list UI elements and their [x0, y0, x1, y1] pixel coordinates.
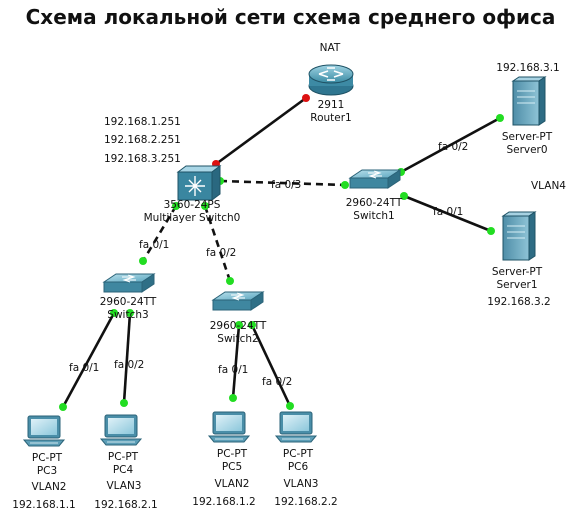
port-label-sw2-pc6: fa 0/2: [262, 376, 292, 388]
pc4-model-label: PC-PT: [108, 451, 139, 463]
server0-name-label: Server0: [506, 144, 547, 156]
multilayer-switch-icon: [176, 165, 222, 201]
port-label-mls-sw3: fa 0/1: [139, 239, 169, 251]
port-label-mls-sw1: fa 0/3: [271, 179, 301, 191]
switch1[interactable]: 2960-24TT Switch1: [346, 169, 403, 222]
pc3-model-label: PC-PT: [32, 452, 63, 464]
switch3[interactable]: 2960-24TT Switch3: [100, 273, 157, 321]
port-light-sw3-mls: [139, 257, 147, 265]
router-router1[interactable]: NAT 2911 Router1: [308, 42, 354, 124]
mls-model-label: 3560-24PS: [164, 199, 221, 211]
server0-model-label: Server-PT: [502, 131, 553, 143]
port-label-mls-sw2: fa 0/2: [206, 247, 236, 259]
pc-icon: [208, 411, 250, 443]
port-light-pc3: [59, 403, 67, 411]
pc3-vlan-label: VLAN2: [32, 481, 67, 493]
pc-pc5[interactable]: PC-PT PC5 VLAN2 192.168.1.2: [192, 411, 256, 508]
server1-ip-label: 192.168.3.2: [487, 296, 550, 308]
mls-ip-2: 192.168.2.251: [104, 134, 181, 146]
server0-ip-label: 192.168.3.1: [496, 62, 559, 74]
port-light-sw1-server1: [400, 192, 408, 200]
port-light-sw3-pc3: [110, 309, 118, 317]
port-light-server0: [496, 114, 504, 122]
port-light-pc5: [229, 394, 237, 402]
port-label-sw2-pc5: fa 0/1: [218, 364, 248, 376]
port-light-sw3-pc4: [126, 309, 134, 317]
link-switch2-pc6: [250, 324, 292, 407]
switch1-model-label: 2960-24TT: [346, 197, 403, 209]
pc4-vlan-label: VLAN3: [107, 480, 142, 492]
pc-pc6[interactable]: PC-PT PC6 VLAN3 192.168.2.2: [274, 411, 338, 508]
port-light-sw2-pc6: [248, 321, 256, 329]
port-label-sw3-pc3: fa 0/1: [69, 362, 99, 374]
switch1-name-label: Switch1: [353, 210, 394, 222]
server-icon: [511, 76, 547, 126]
link-switch3-pc3: [61, 312, 116, 408]
pc5-vlan-label: VLAN2: [215, 478, 250, 490]
switch2-model-label: 2960-24TT: [210, 320, 267, 332]
switch-icon: [349, 169, 401, 189]
vlan4-label: VLAN4: [531, 180, 566, 192]
port-light-pc6: [286, 402, 294, 410]
link-switch2-pc5: [231, 324, 241, 399]
switch3-name-label: Switch3: [107, 309, 148, 321]
pc3-ip-label: 192.168.1.1: [12, 499, 75, 511]
port-light-router: [302, 94, 310, 102]
server1-name-label: Server1: [496, 279, 537, 291]
port-label-sw1-server1: fa 0/1: [433, 206, 463, 218]
mls-ip-3: 192.168.3.251: [104, 153, 181, 165]
link-switch1-server0: [400, 116, 501, 174]
pc-icon: [23, 415, 65, 447]
link-switch1-server1: [403, 194, 492, 233]
mls-ip-1: 192.168.1.251: [104, 116, 181, 128]
port-label-sw3-pc4: fa 0/2: [114, 359, 144, 371]
server0[interactable]: 192.168.3.1 Server-PT Server0: [496, 62, 559, 156]
server-icon: [501, 211, 537, 261]
pc-icon: [100, 414, 142, 446]
multilayer-switch0[interactable]: 192.168.1.251 192.168.2.251 192.168.3.25…: [104, 116, 240, 224]
link-mls-switch3: [141, 205, 178, 262]
switch-icon: [212, 291, 264, 311]
port-light-sw2-pc5: [235, 321, 243, 329]
pc4-name-label: PC4: [113, 464, 134, 476]
pc6-name-label: PC6: [288, 461, 309, 473]
link-mls-switch1: [219, 179, 346, 187]
pc-icon: [275, 411, 317, 443]
port-light-server1: [487, 227, 495, 235]
server1-model-label: Server-PT: [492, 266, 543, 278]
port-light-mls-sw2: [201, 202, 209, 210]
pc6-ip-label: 192.168.2.2: [274, 496, 337, 508]
router-name-label: Router1: [310, 112, 351, 124]
switch3-model-label: 2960-24TT: [100, 296, 157, 308]
diagram-title: Схема локальной сети схема среднего офис…: [26, 5, 556, 29]
pc-pc3[interactable]: PC-PT PC3 VLAN2 192.168.1.1: [12, 415, 76, 511]
switch2[interactable]: 2960-24TT Switch2: [210, 291, 267, 345]
server1[interactable]: Server-PT Server1 192.168.3.2: [487, 211, 551, 308]
switch-icon: [103, 273, 155, 293]
pc5-name-label: PC5: [222, 461, 242, 473]
link-mls-switch2: [203, 205, 232, 282]
switch2-name-label: Switch2: [217, 333, 258, 345]
pc6-vlan-label: VLAN3: [284, 478, 319, 490]
nat-label: NAT: [320, 42, 341, 54]
link-switch3-pc4: [122, 312, 132, 404]
pc6-model-label: PC-PT: [283, 448, 314, 460]
router-model-label: 2911: [318, 99, 345, 111]
pc5-model-label: PC-PT: [217, 448, 248, 460]
port-light-sw1-mls: [341, 181, 349, 189]
port-light-sw2-mls: [226, 277, 234, 285]
links: [61, 96, 501, 408]
port-light-mls-sw3: [172, 202, 180, 210]
pc3-name-label: PC3: [37, 465, 57, 477]
router-icon: [308, 64, 354, 96]
link-mls-router: [215, 96, 307, 166]
pc4-ip-label: 192.168.2.1: [94, 499, 157, 511]
port-light-pc4: [120, 399, 128, 407]
pc-pc4[interactable]: PC-PT PC4 VLAN3 192.168.2.1: [94, 414, 158, 511]
port-labels: fa 0/3 fa 0/2 fa 0/1 fa 0/1 fa 0/2 fa 0/…: [69, 141, 468, 388]
pc5-ip-label: 192.168.1.2: [192, 496, 255, 508]
port-label-sw1-server0: fa 0/2: [438, 141, 468, 153]
mls-name-label: Multilayer Switch0: [144, 212, 241, 224]
